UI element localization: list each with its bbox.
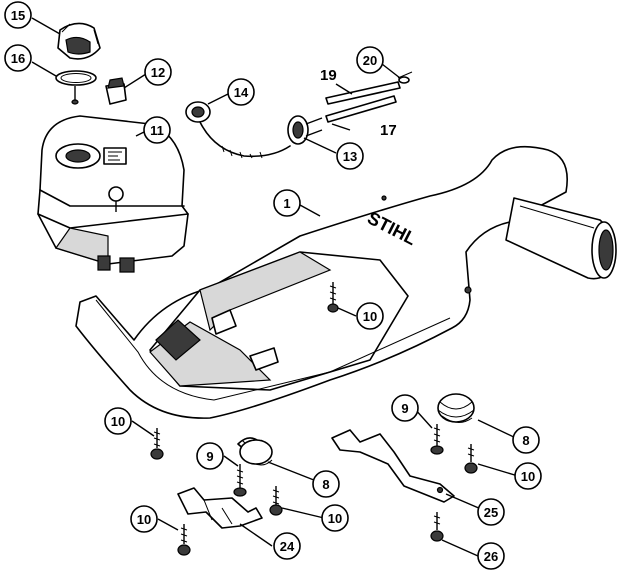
callout-15-label: 15 [11, 8, 25, 23]
callout-10-right: 10 [514, 462, 542, 490]
fuel-tank-part [37, 115, 189, 273]
label-19: 19 [320, 67, 337, 84]
screw-part-c [177, 524, 191, 556]
callout-8-right-label: 8 [522, 433, 529, 448]
callout-9-right-label: 9 [401, 401, 408, 416]
handle-housing-part: STIHL [75, 145, 617, 419]
callout-1: 1 [273, 189, 301, 217]
primer-hose-part [185, 101, 323, 159]
callout-10-left: 10 [104, 407, 132, 435]
callout-20: 20 [356, 46, 384, 74]
callout-14-label: 14 [234, 85, 249, 100]
callout-10-left-label: 10 [111, 414, 125, 429]
callout-10-housing-label: 10 [363, 309, 377, 324]
callout-10-housing: 10 [356, 302, 384, 330]
fuel-cap-part [57, 22, 101, 60]
callout-24-label: 24 [280, 539, 295, 554]
callout-10-middle-label: 10 [328, 511, 342, 526]
callout-13: 13 [336, 142, 364, 170]
callout-15: 15 [4, 1, 32, 29]
callout-13-label: 13 [343, 149, 357, 164]
callout-16-label: 16 [11, 51, 25, 66]
callout-10-bottom-left: 10 [130, 505, 158, 533]
callout-11-label: 11 [150, 123, 164, 138]
screw-part-a [150, 428, 164, 460]
callout-26-label: 26 [484, 549, 498, 564]
screw-part-b [269, 486, 283, 516]
callout-10-bottom-left-label: 10 [137, 512, 151, 527]
o-ring-part [55, 70, 97, 105]
callouts: 15 16 12 14 20 11 13 1 10 10 9 8 10 10 2… [4, 1, 542, 570]
callout-8-right: 8 [512, 426, 540, 454]
callout-16: 16 [4, 44, 32, 72]
callout-14: 14 [227, 78, 255, 106]
valve-part [105, 77, 127, 105]
clip-part [177, 487, 263, 529]
screw-part-e [430, 512, 444, 542]
callout-24: 24 [273, 532, 301, 560]
callout-9-right: 9 [391, 394, 419, 422]
callout-25-label: 25 [484, 505, 498, 520]
callout-25: 25 [477, 498, 505, 526]
label-17: 17 [380, 122, 397, 139]
callout-12: 12 [144, 58, 172, 86]
callout-8-left: 8 [312, 470, 340, 498]
callout-9-left: 9 [196, 442, 224, 470]
spring-part-a [237, 437, 273, 466]
callout-1-label: 1 [283, 196, 290, 211]
bracket-part [331, 429, 455, 503]
bolt-part-b [430, 424, 444, 455]
callout-8-left-label: 8 [322, 477, 329, 492]
spring-part-b [437, 393, 475, 423]
callout-26: 26 [477, 542, 505, 570]
screw-part-d [464, 444, 478, 474]
callout-12-label: 12 [151, 65, 165, 80]
rods-part [325, 71, 413, 123]
callout-10-middle: 10 [321, 504, 349, 532]
callout-9-left-label: 9 [206, 449, 213, 464]
callout-10-right-label: 10 [521, 469, 535, 484]
callout-11: 11 [143, 116, 171, 144]
bolt-part-a [233, 464, 247, 497]
callout-20-label: 20 [363, 53, 377, 68]
